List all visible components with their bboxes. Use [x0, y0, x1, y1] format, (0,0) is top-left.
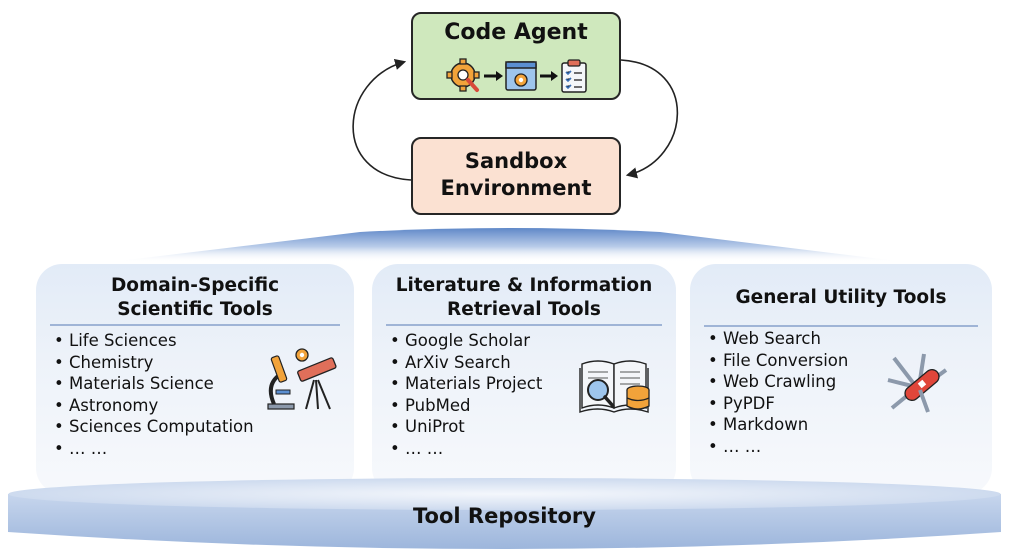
- card-title-line2: Scientific Tools: [117, 299, 273, 320]
- list-item: Markdown: [708, 414, 848, 436]
- literature-retrieval-tools-card: Literature & Information Retrieval Tools…: [372, 264, 676, 494]
- list-item: Materials Science: [54, 373, 254, 395]
- code-agent-box: Code Agent: [411, 12, 621, 100]
- agent-workflow-icons: [446, 58, 587, 93]
- book-database-icon: [579, 360, 650, 413]
- card-divider: [704, 325, 978, 327]
- list-item: Sciences Computation: [54, 416, 254, 438]
- list-item: Google Scholar: [390, 330, 542, 352]
- list-item: Chemistry: [54, 352, 254, 374]
- card-title-line1: General Utility Tools: [735, 287, 947, 308]
- clipboard-icon: [561, 59, 587, 93]
- list-item: Materials Project: [390, 373, 542, 395]
- tool-list: Web Search File Conversion Web Crawling …: [708, 328, 848, 458]
- card-title-line2: Retrieval Tools: [447, 299, 601, 320]
- list-item: PubMed: [390, 395, 542, 417]
- card-title: Literature & Information Retrieval Tools: [372, 274, 676, 322]
- card-title-line1: Literature & Information: [395, 275, 653, 296]
- sandbox-title: Sandbox Environment: [413, 148, 619, 202]
- tool-repository-platform: [8, 478, 1001, 549]
- tool-list: Life Sciences Chemistry Materials Scienc…: [54, 330, 254, 460]
- browser-gear-icon: [505, 61, 537, 91]
- microscope-telescope-icon: [267, 348, 337, 410]
- list-item: Web Search: [708, 328, 848, 350]
- list-item: ArXiv Search: [390, 352, 542, 374]
- sandbox-title-line2: Environment: [440, 176, 592, 200]
- list-item: Astronomy: [54, 395, 254, 417]
- list-item: … …: [54, 438, 254, 460]
- list-item: Web Crawling: [708, 371, 848, 393]
- code-agent-title: Code Agent: [444, 20, 588, 45]
- sandbox-environment-box: Sandbox Environment: [411, 137, 621, 215]
- sandbox-title-line1: Sandbox: [464, 149, 568, 173]
- card-title: Domain-Specific Scientific Tools: [36, 274, 354, 322]
- general-utility-tools-card: General Utility Tools Web Search File Co…: [690, 264, 992, 494]
- list-item: File Conversion: [708, 350, 848, 372]
- domain-specific-tools-card: Domain-Specific Scientific Tools Life Sc…: [36, 264, 354, 494]
- arrow-to-sandbox: [620, 59, 679, 179]
- tool-list: Google Scholar ArXiv Search Materials Pr…: [390, 330, 542, 460]
- card-title-line1: Domain-Specific: [110, 275, 280, 296]
- gear-wrench-icon: [446, 58, 480, 92]
- card-divider: [50, 324, 340, 326]
- list-item: PyPDF: [708, 393, 848, 415]
- list-item: UniProt: [390, 416, 542, 438]
- list-item: … …: [390, 438, 542, 460]
- list-item: … …: [708, 436, 848, 458]
- arrow-to-agent: [352, 59, 412, 181]
- swiss-army-knife-icon: [887, 353, 948, 413]
- list-item: Life Sciences: [54, 330, 254, 352]
- card-divider: [386, 324, 662, 326]
- card-title: General Utility Tools: [690, 286, 992, 310]
- tool-repository-label: Tool Repository: [413, 504, 596, 528]
